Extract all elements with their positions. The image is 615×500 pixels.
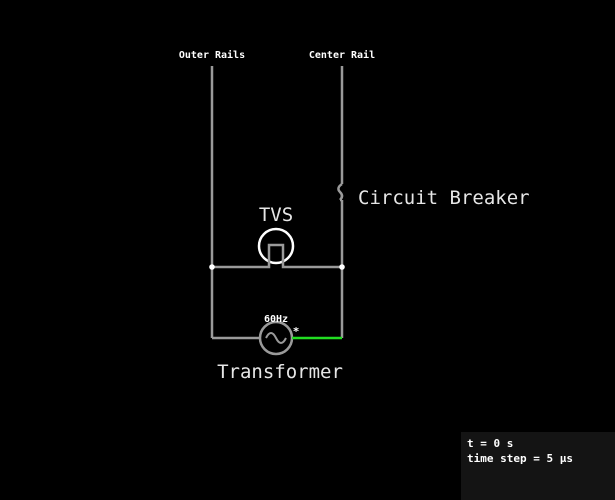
circuit-breaker-symbol[interactable] [337,182,344,201]
simulation-info-panel: t = 0 s time step = 5 µs [461,432,615,500]
tvs-wire[interactable] [212,243,342,269]
time-readout: t = 0 s [467,437,514,450]
tvs-body[interactable] [257,227,295,265]
source-marker: * [293,325,300,338]
node-outer[interactable] [209,264,215,270]
tvs-label: TVS [259,204,293,226]
circuit-breaker-label: Circuit Breaker [358,187,530,209]
node-center[interactable] [339,264,345,270]
center-rail-label: Center Rail [309,49,375,61]
source-frequency-label: 60Hz [264,314,288,325]
sine-wave-icon [265,332,287,344]
transformer-label: Transformer [217,361,343,383]
outer-rails-label: Outer Rails [179,49,245,61]
time-step-readout: time step = 5 µs [467,452,573,465]
